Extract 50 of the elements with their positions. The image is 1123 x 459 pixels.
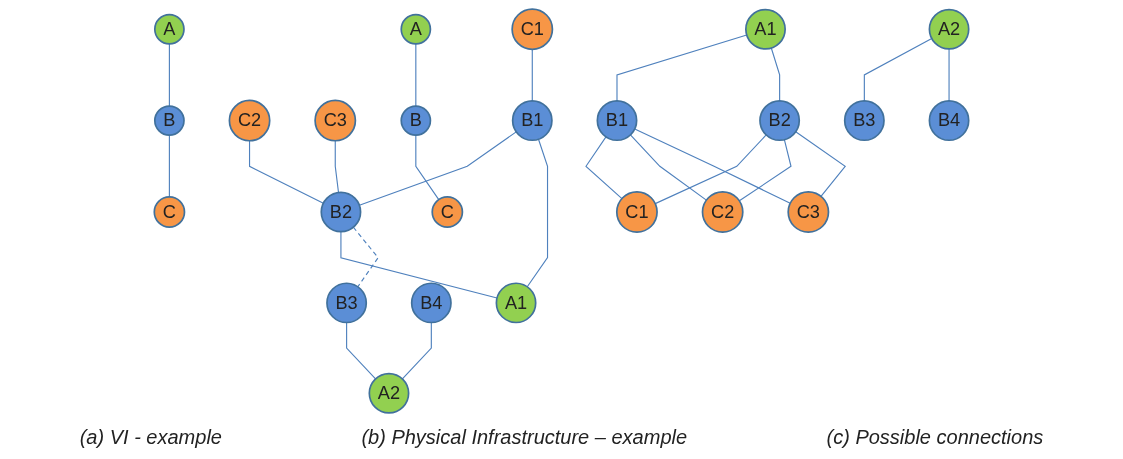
connector [770, 47, 781, 102]
node-circle: A [153, 13, 185, 45]
connector [738, 139, 792, 202]
node-circle: B2 [759, 100, 801, 142]
connector [334, 140, 340, 194]
node-circle: B4 [410, 282, 452, 324]
node-circle: A2 [928, 8, 970, 50]
panel-caption: (c) Possible connections [826, 426, 1044, 449]
node-circle: B1 [511, 100, 553, 142]
panel-caption: (a) VI - example [79, 426, 222, 449]
connector [948, 48, 950, 102]
connector [526, 138, 549, 288]
connector [358, 131, 517, 206]
connector [168, 134, 170, 198]
node-circle: C3 [314, 99, 357, 142]
node-circle: B [400, 105, 432, 137]
node-circle: B1 [596, 100, 638, 142]
connector [401, 321, 432, 380]
connector [531, 48, 533, 102]
connector [616, 34, 748, 102]
node-circle: B3 [843, 100, 885, 142]
connector [352, 226, 379, 288]
connector [629, 134, 707, 201]
node-circle: B3 [326, 282, 368, 324]
node-circle: A [400, 13, 432, 45]
node-circle: C1 [615, 191, 658, 233]
connector [654, 134, 767, 205]
connector [634, 128, 791, 204]
node-circle: C [153, 196, 186, 228]
node-circle: C [431, 196, 464, 228]
node-circle: C2 [228, 99, 271, 142]
node-circle: A1 [745, 8, 786, 50]
connector [249, 140, 324, 204]
connector [415, 43, 417, 107]
node-circle: B4 [928, 100, 970, 142]
node-circle: A2 [368, 372, 410, 414]
panel-caption: (b) Physical Infrastructure – example [361, 426, 688, 449]
connector [168, 43, 170, 107]
node-circle: B2 [320, 191, 362, 233]
connector [585, 136, 623, 200]
node-circle: A1 [495, 282, 537, 324]
node-circle: B [153, 105, 185, 137]
connector [863, 38, 933, 102]
connector [795, 131, 847, 197]
node-circle: C1 [511, 8, 554, 51]
node-circle: C2 [701, 191, 744, 233]
node-circle: C3 [787, 191, 830, 233]
connector [346, 321, 377, 380]
connector [340, 231, 498, 299]
connector [415, 134, 440, 201]
